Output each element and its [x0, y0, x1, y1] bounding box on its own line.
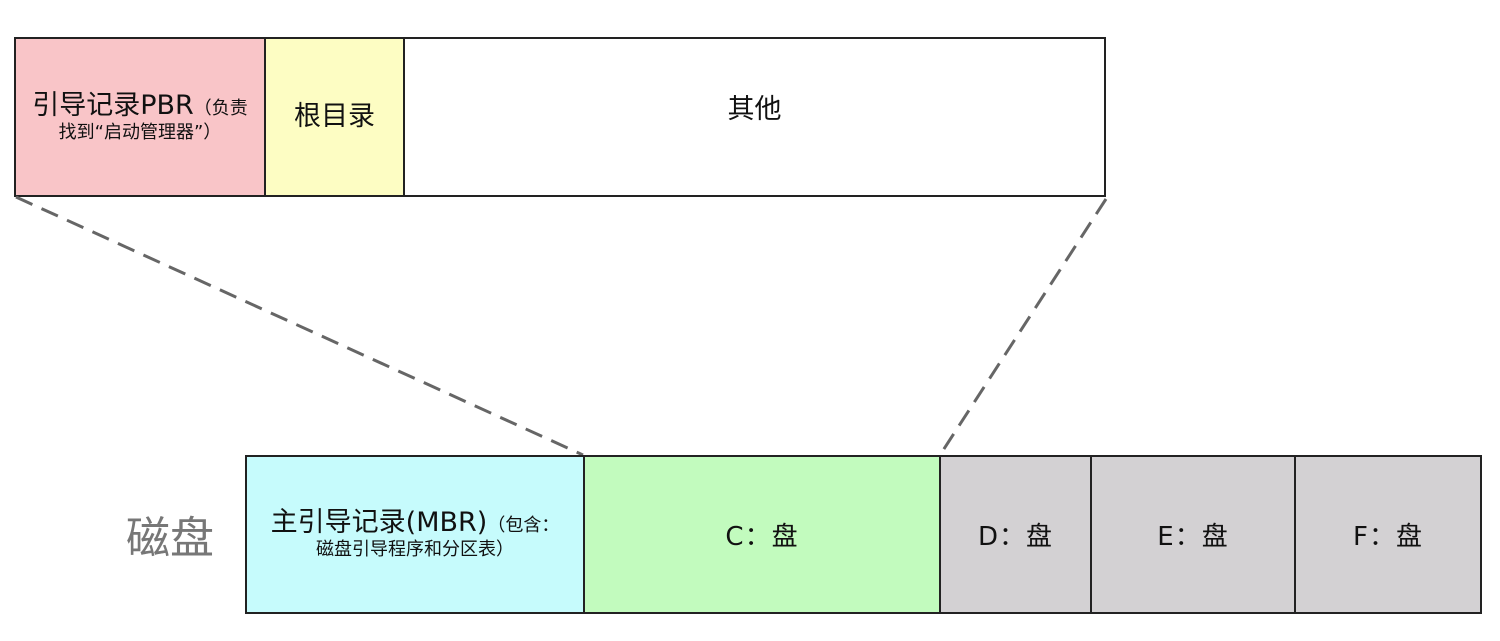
- e-drive-block: E：盘: [1090, 455, 1296, 614]
- f-drive-block: F：盘: [1294, 455, 1482, 614]
- pbr-note-2: 找到“启动管理器”）: [58, 121, 222, 143]
- f-drive-label: F：盘: [1353, 522, 1423, 552]
- pbr-text: 引导记录PBR（负责 找到“启动管理器”）: [32, 90, 248, 145]
- mbr-text: 主引导记录(MBR)（包含： 磁盘引导程序和分区表）: [271, 507, 560, 562]
- root-directory-label: 根目录: [294, 100, 375, 132]
- c-drive-label: C：盘: [725, 522, 799, 552]
- mbr-note-1: （包含：: [487, 515, 560, 537]
- disk-label: 磁盘: [126, 513, 214, 564]
- mbr-title: 主引导记录(MBR): [270, 507, 488, 539]
- mbr-block: 主引导记录(MBR)（包含： 磁盘引导程序和分区表）: [245, 455, 585, 614]
- other-label: 其他: [727, 93, 782, 125]
- other-block: 其他: [403, 37, 1106, 197]
- d-drive-label: D：盘: [977, 522, 1054, 552]
- root-directory-block: 根目录: [264, 37, 405, 197]
- e-drive-label: E：盘: [1157, 522, 1229, 552]
- pbr-block: 引导记录PBR（负责 找到“启动管理器”）: [14, 37, 266, 197]
- pbr-title: 引导记录PBR: [32, 89, 194, 121]
- d-drive-block: D：盘: [939, 455, 1092, 614]
- pbr-note-1: （负责: [193, 97, 248, 119]
- right-guide-line: [938, 198, 1108, 456]
- left-guide-line: [15, 195, 584, 457]
- mbr-note-2: 磁盘引导程序和分区表）: [316, 539, 514, 561]
- c-drive-block: C：盘: [583, 455, 941, 614]
